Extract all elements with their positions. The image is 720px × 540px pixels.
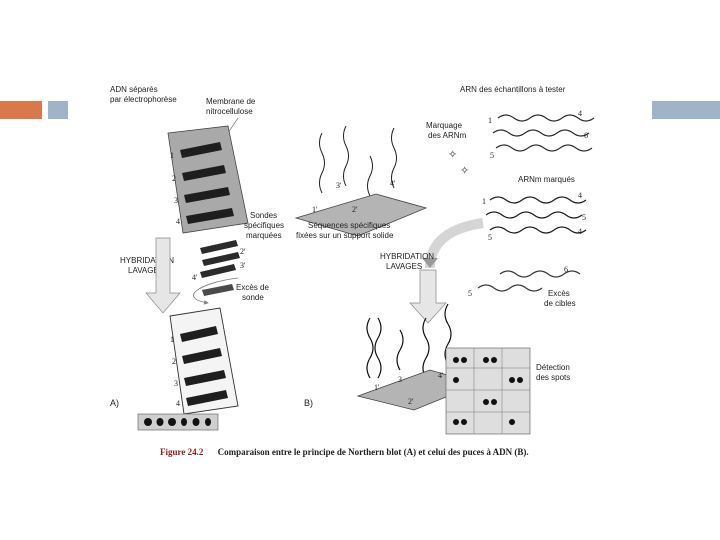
panel-a-label: A) bbox=[110, 398, 119, 408]
support-number-2: 2' bbox=[352, 205, 358, 214]
autoradiogram-strip bbox=[137, 413, 219, 431]
figure-caption: Figure 24.2 Comparaison entre le princip… bbox=[160, 447, 529, 457]
lane-number-bottom-1: 1 bbox=[170, 335, 174, 344]
autoradiogram-bands bbox=[144, 418, 211, 426]
label-separated-line2: par électrophorèse bbox=[110, 95, 177, 104]
caption-number: Figure 24.2 bbox=[160, 447, 204, 457]
sample-number-1: 1 bbox=[488, 116, 492, 125]
label-membrane-line1: Membrane de bbox=[206, 97, 256, 106]
final-number-4: 4' bbox=[438, 371, 444, 380]
lane-number-bottom-3: 3 bbox=[174, 379, 178, 388]
support-number-1: 1' bbox=[312, 205, 318, 214]
lane-number-bottom-2: 2 bbox=[172, 357, 176, 366]
final-number-2: 2' bbox=[408, 397, 414, 406]
label-samples: ARN des échantillons à tester bbox=[460, 85, 566, 94]
hybridized-strands bbox=[366, 303, 452, 379]
excess-number-5: 5 bbox=[468, 289, 472, 298]
marked-number-1: 1 bbox=[482, 197, 486, 206]
label-hybridization-a-line2: LAVAGES bbox=[128, 266, 164, 275]
support-number-4: 4' bbox=[390, 179, 396, 188]
label-marking-line1: Marquage bbox=[426, 121, 463, 130]
panel-b-label: B) bbox=[304, 398, 313, 408]
label-excess-targets-line2: de cibles bbox=[544, 299, 576, 308]
sample-number-5: 5 bbox=[490, 151, 494, 160]
probe-mark-2: 2' bbox=[240, 247, 246, 256]
marking-star-icon-2: ✧ bbox=[460, 165, 469, 177]
support-number-3: 3' bbox=[336, 181, 342, 190]
final-number-1: 1' bbox=[374, 383, 380, 392]
marked-number-5: 5 bbox=[582, 213, 586, 222]
spot-detection-grid bbox=[445, 347, 531, 435]
label-membrane-line2: nitrocellulose bbox=[206, 107, 253, 116]
label-hybridization-b-line2: LAVAGES bbox=[386, 262, 422, 271]
label-excess-targets-line1: Excès bbox=[548, 289, 570, 298]
label-sequences-line2: fixées sur un support solide bbox=[296, 231, 394, 240]
lane-number-top-3: 3 bbox=[174, 196, 178, 205]
label-hybridization-a-line1: HYBRIDATION bbox=[120, 256, 174, 265]
label-sequences-line1: Séquences spécifiques bbox=[308, 221, 390, 230]
figure-northern-vs-microarray: ADN séparés par électrophorèse Membrane … bbox=[108, 78, 608, 468]
label-separated-line1: ADN séparés bbox=[110, 85, 158, 94]
sample-number-4: 4 bbox=[578, 109, 582, 118]
excess-probe bbox=[202, 284, 234, 296]
probe-strands bbox=[200, 240, 240, 278]
marked-number-4b: 4 bbox=[578, 227, 582, 236]
arrow-probe-loop bbox=[193, 277, 239, 305]
figure-drawing: ADN séparés par électrophorèse Membrane … bbox=[110, 85, 595, 457]
label-detection-line2: des spots bbox=[536, 373, 570, 382]
marked-rna-strands bbox=[485, 196, 587, 234]
probe-mark-4: 4' bbox=[192, 273, 198, 282]
sample-number-6: 6 bbox=[584, 131, 588, 140]
label-excess-line1: Excès de bbox=[236, 283, 269, 292]
arrow-down-b bbox=[409, 269, 447, 324]
marking-star-icon: ✧ bbox=[448, 149, 457, 161]
arrow-curved-b-head bbox=[422, 258, 438, 268]
lane-number-top-2: 2 bbox=[172, 174, 176, 183]
support-probe-strands bbox=[319, 125, 397, 197]
probe-mark-3: 3' bbox=[240, 261, 246, 270]
lane-number-top-4: 4 bbox=[176, 217, 180, 226]
final-number-3: 3 bbox=[398, 375, 402, 384]
excess-target-strands bbox=[477, 270, 581, 292]
marked-number-4: 4 bbox=[578, 191, 582, 200]
label-detection-line1: Détection bbox=[536, 363, 570, 372]
label-probes-line3: marquées bbox=[246, 231, 282, 240]
label-marking-line2: des ARNm bbox=[428, 131, 467, 140]
caption-text: Comparaison entre le principe de Norther… bbox=[218, 447, 529, 457]
label-marked: ARNm marqués bbox=[518, 175, 575, 184]
arrow-curved-b bbox=[425, 218, 484, 269]
marked-number-5b: 5 bbox=[488, 233, 492, 242]
label-probes-line1: Sondes bbox=[250, 211, 277, 220]
label-excess-line2: sonde bbox=[242, 293, 264, 302]
label-hybridization-b-line1: HYBRIDATION bbox=[380, 252, 434, 261]
sample-rna-strands bbox=[492, 114, 595, 152]
arrow-down-a bbox=[145, 237, 181, 314]
accent-bar-blue-left bbox=[48, 101, 68, 119]
label-probes-line2: spécifiques bbox=[244, 221, 284, 230]
membrane-bands-top bbox=[180, 142, 234, 224]
membrane-bands-bottom bbox=[180, 326, 228, 406]
accent-bar-orange bbox=[0, 101, 42, 119]
lane-number-bottom-4: 4 bbox=[176, 399, 180, 408]
accent-bar-blue-right bbox=[652, 101, 720, 119]
lane-number-top-1: 1 bbox=[170, 151, 174, 160]
excess-number-6: 6 bbox=[564, 265, 568, 274]
support-slide-top bbox=[294, 193, 428, 237]
